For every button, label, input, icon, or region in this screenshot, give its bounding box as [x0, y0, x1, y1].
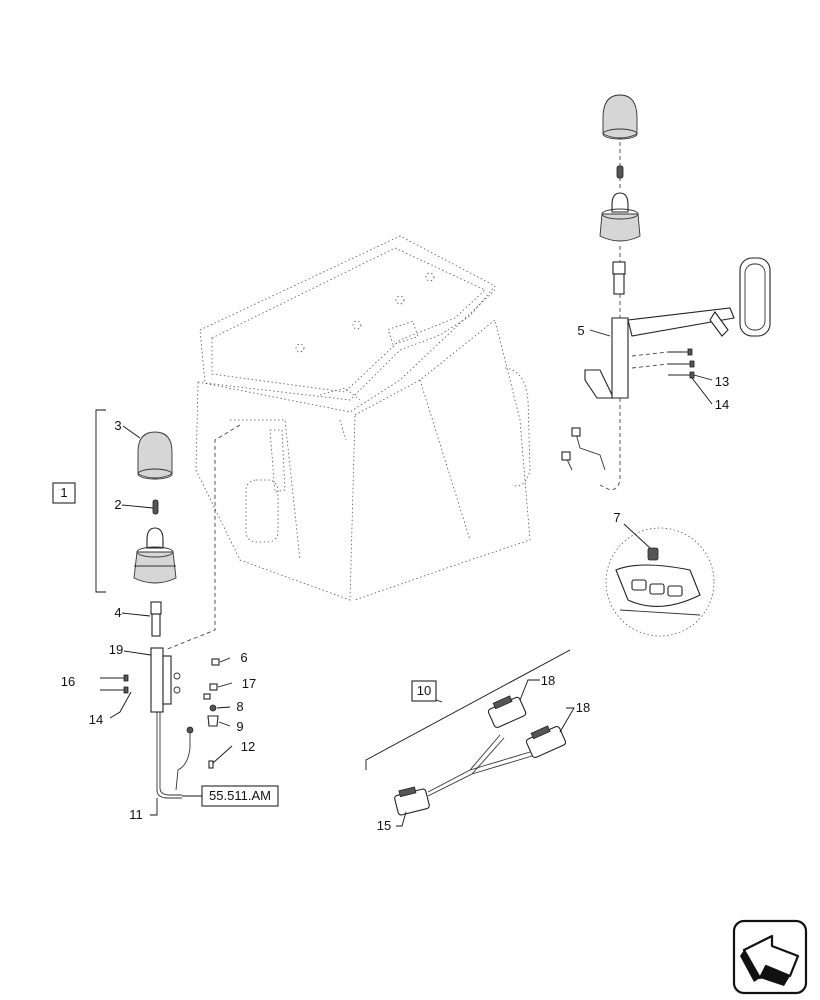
- callout-10: 10: [417, 683, 431, 698]
- callout-9: 9: [236, 719, 243, 734]
- switch-panel-detail: [605, 527, 715, 637]
- callout-box-10: [411, 680, 437, 702]
- callout-16: 16: [61, 674, 75, 689]
- wiring-harness: [365, 649, 571, 816]
- callout-17: 17: [242, 676, 256, 691]
- callout-4: 4: [114, 605, 121, 620]
- callout-19: 19: [109, 642, 123, 657]
- callout-13: 13: [715, 374, 729, 389]
- callout-14-left: 14: [89, 712, 103, 727]
- callout-leaders: [109, 329, 713, 827]
- callout-18-lower: 18: [576, 700, 590, 715]
- callout-8: 8: [236, 699, 243, 714]
- arrow-next-icon[interactable]: [732, 919, 808, 995]
- callout-5: 5: [577, 323, 584, 338]
- callout-18-upper: 18: [541, 673, 555, 688]
- callout-2: 2: [114, 497, 121, 512]
- callout-11: 11: [129, 807, 143, 822]
- callout-labels: 1 3 2 4 19 16 14 6 17 8 9 12 11 55.511.A…: [52, 323, 729, 833]
- callout-box-1: [52, 482, 76, 504]
- callout-14-right: 14: [715, 397, 729, 412]
- callout-3: 3: [114, 418, 121, 433]
- right-beacon-assembly: [561, 94, 771, 491]
- left-beacon-assembly: [95, 409, 241, 799]
- callout-6: 6: [240, 650, 247, 665]
- callout-7: 7: [613, 510, 620, 525]
- reference-box[interactable]: [201, 785, 279, 807]
- callout-15: 15: [377, 818, 391, 833]
- callout-12: 12: [241, 739, 255, 754]
- reference-label[interactable]: 55.511.AM: [209, 788, 271, 803]
- callout-1: 1: [60, 485, 67, 500]
- cab-assembly: [195, 235, 531, 601]
